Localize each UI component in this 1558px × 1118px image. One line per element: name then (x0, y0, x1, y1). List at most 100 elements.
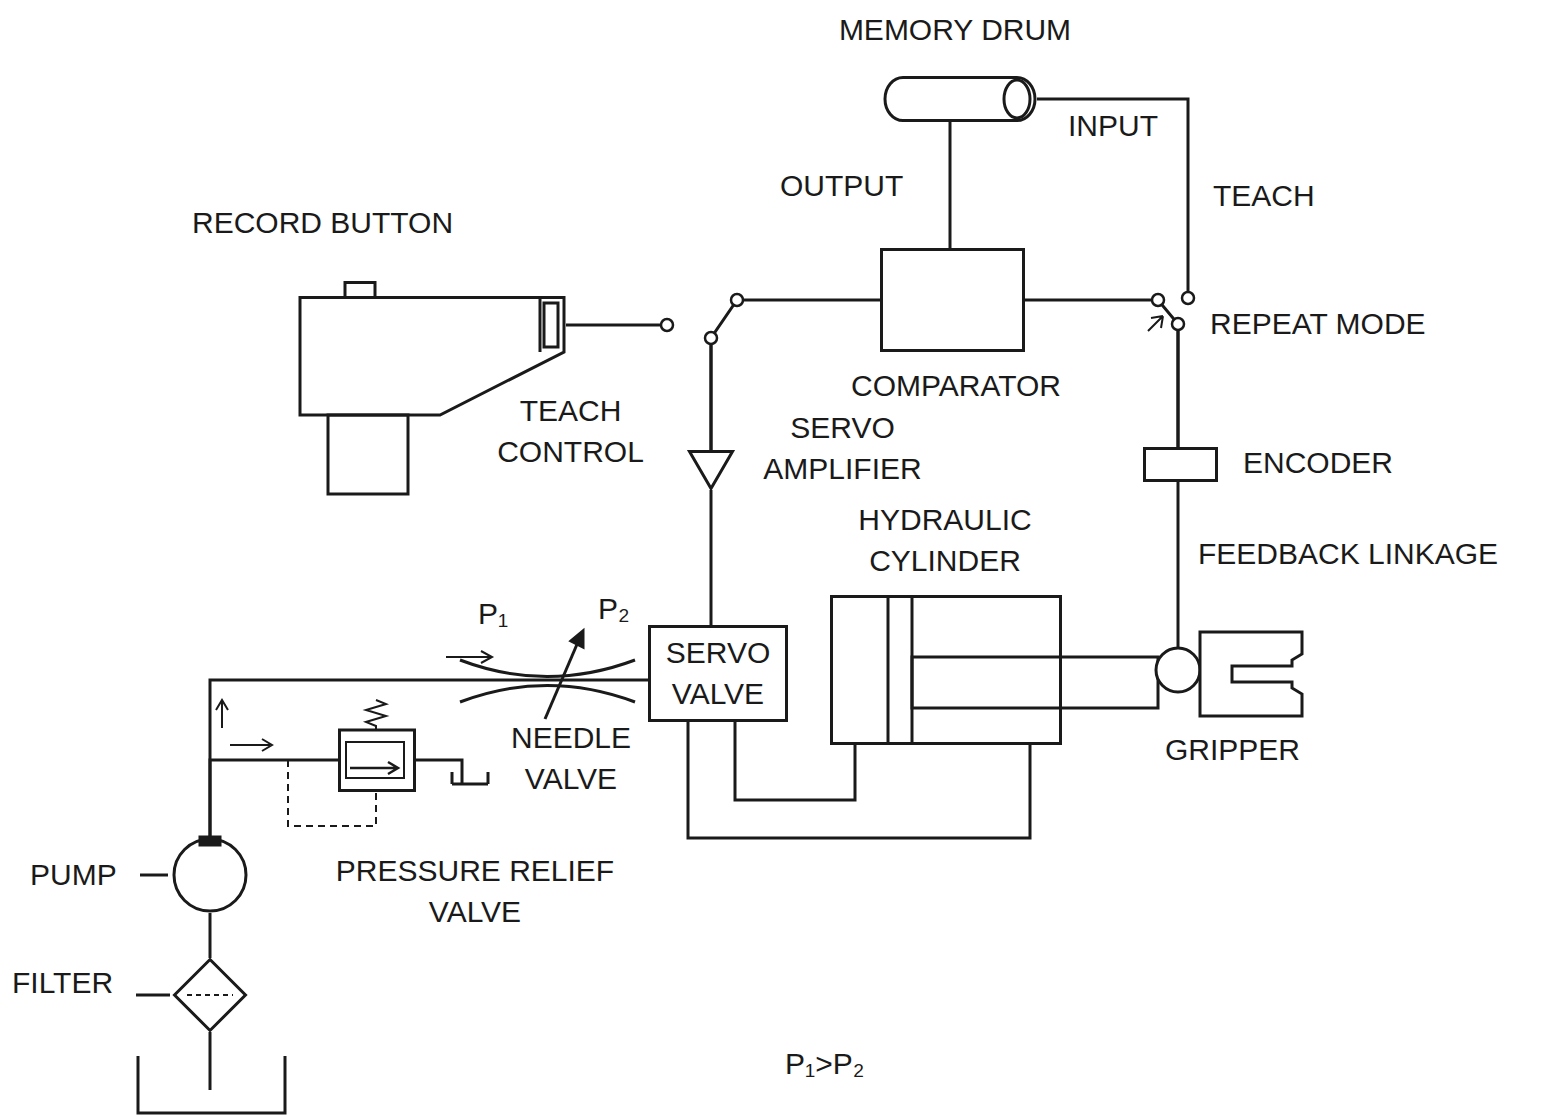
needle-valve-symbol-outline (455, 625, 640, 720)
relief-valve-symbol-outline-part (366, 700, 386, 730)
needle-valve-symbol-outline-part (571, 631, 583, 647)
annotation-label: P₁>P₂ (785, 1046, 864, 1082)
teach-control-box-outline-part (328, 415, 408, 494)
connector-line (640, 679, 648, 682)
node-label: SERVO AMPLIFIER (745, 408, 940, 489)
gripper-outline (1150, 628, 1305, 720)
flow-arrow (230, 739, 272, 751)
hydraulic-cylinder-outline-part (832, 597, 1061, 744)
connector-line (1177, 482, 1180, 628)
node-label: RECORD BUTTON (192, 203, 532, 244)
pilot-line (288, 760, 376, 826)
connector-line (735, 722, 855, 800)
node-label: HYDRAULIC CYLINDER (835, 500, 1055, 581)
hydraulic-cylinder: HYDRAULIC CYLINDER (830, 595, 1062, 745)
pump-symbol-outline-part (174, 839, 246, 911)
amplifier-triangle-outline-part (690, 452, 733, 489)
connector-line (209, 913, 212, 958)
gripper-outline-part (1200, 632, 1302, 716)
tank-symbol (452, 772, 488, 784)
flow-arrow (446, 651, 492, 663)
node-label: ENCODER (1243, 443, 1463, 484)
leader-line (140, 874, 168, 877)
return-pipe (416, 760, 462, 784)
filter-diamond-outline (173, 958, 247, 1032)
flow-arrow (216, 700, 228, 728)
comparator-box: COMPARATOR (880, 248, 1025, 352)
annotation-label: INPUT (1068, 108, 1158, 144)
filter-diamond-outline-part (175, 960, 246, 1031)
relief-valve-symbol: PRESSURE RELIEF VALVE (338, 700, 416, 792)
edge-label: OUTPUT (780, 168, 903, 204)
teach-control-box: RECORD BUTTONTEACH CONTROL (298, 281, 566, 496)
encoder-box: ENCODER (1143, 447, 1218, 482)
needle-valve-symbol-outline-part (460, 686, 635, 703)
node-label: PRESSURE RELIEF VALVE (300, 851, 650, 932)
oil-tank (138, 1056, 285, 1113)
memory-drum-outline-part (885, 78, 1035, 121)
node-label: MEMORY DRUM (805, 10, 1105, 51)
relief-valve-symbol-outline-part (346, 742, 404, 778)
suction-pipe (209, 1032, 212, 1090)
node-label: TEACH CONTROL (478, 391, 663, 472)
node-label: GRIPPER (1165, 730, 1365, 771)
encoder-box-outline-part (1145, 449, 1217, 481)
switch-contact (1152, 294, 1164, 306)
needle-valve-symbol: NEEDLE VALVE (455, 625, 640, 720)
needle-valve-symbol-outline-part (460, 660, 635, 677)
switch-contact (661, 319, 673, 331)
teach-control-box-outline-part (539, 298, 542, 353)
switch-contact (1182, 292, 1194, 304)
relief-valve-symbol-outline-part (340, 730, 415, 791)
node-label: FILTER (12, 963, 162, 1004)
filter-diamond-outline-part (187, 994, 233, 996)
filter-diamond: FILTER (173, 958, 247, 1032)
connector-line (210, 760, 338, 837)
pump-symbol-outline (172, 837, 248, 913)
switch-pivot (705, 332, 717, 344)
switch-arrow (1148, 316, 1163, 331)
switch-pivot (1172, 318, 1184, 330)
servo-valve-box: SERVO VALVE (648, 625, 788, 722)
node-text: SERVO VALVE (648, 633, 788, 714)
encoder-box-outline (1143, 447, 1218, 482)
comparator-box-outline-part (882, 250, 1024, 351)
leader-line (136, 994, 170, 997)
relief-valve-symbol-outline-part (350, 762, 398, 774)
amplifier-triangle-outline (688, 450, 734, 490)
pump-symbol-outline-part (200, 837, 220, 845)
annotation-label: P₁ (478, 596, 508, 632)
node-label: NEEDLE VALVE (486, 718, 656, 799)
annotation-label: TEACH (1213, 178, 1315, 214)
hydraulic-cylinder-outline-part (887, 597, 890, 744)
annotation-label: REPEAT MODE (1210, 306, 1426, 342)
memory-drum: MEMORY DRUM (883, 76, 1037, 122)
hydraulic-cylinder-outline (830, 595, 1062, 745)
amplifier-triangle: SERVO AMPLIFIER (688, 450, 734, 490)
needle-valve-symbol-outline-part (545, 635, 581, 719)
needle-valve-symbol-outline-part (455, 679, 640, 682)
teach-control-box-outline-part (345, 283, 375, 298)
gripper-outline-part (1156, 648, 1200, 692)
connector-line (688, 722, 1030, 838)
gripper: GRIPPER (1150, 628, 1305, 720)
switch-contact (731, 294, 743, 306)
memory-drum-outline-part (1004, 80, 1030, 118)
node-label: COMPARATOR (826, 366, 1086, 407)
piston-rod (912, 657, 1158, 708)
annotation-label: P₂ (598, 591, 630, 627)
gripper-outline-part (1177, 628, 1180, 648)
connector-line (710, 490, 713, 625)
relief-valve-symbol-outline (338, 700, 416, 792)
memory-drum-outline (883, 76, 1037, 122)
teach-control-box-outline-part (544, 303, 558, 347)
node-label: PUMP (30, 855, 150, 896)
annotation-label: FEEDBACK LINKAGE (1198, 536, 1498, 572)
comparator-box-outline (880, 248, 1025, 352)
hydraulic-cylinder-outline-part (911, 597, 914, 744)
connector-line (210, 680, 455, 837)
pump-symbol: PUMP (172, 837, 248, 913)
connector-line (949, 122, 952, 248)
connector-line (566, 325, 711, 450)
